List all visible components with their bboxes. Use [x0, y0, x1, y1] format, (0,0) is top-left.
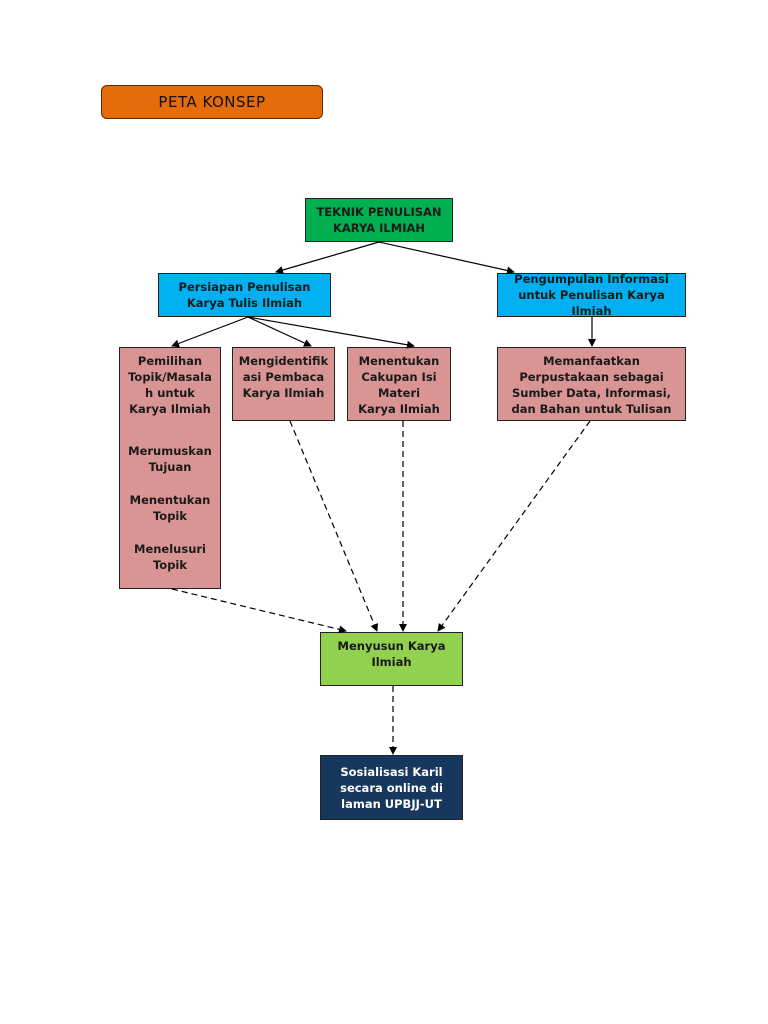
node-root-label: TEKNIK PENULISAN KARYA ILMIAH — [316, 205, 442, 235]
node-pengumpulan: Pengumpulan Informasi untuk Penulisan Ka… — [497, 272, 686, 318]
node-sosialisasi: Sosialisasi Karil secara online di laman… — [320, 755, 463, 820]
node-mengidentifikasi-label: Mengidentifik asi Pembaca Karya Ilmiah — [238, 354, 329, 400]
node-sosialisasi-label: Sosialisasi Karil secara online di laman… — [340, 764, 443, 811]
arrow-persiapan-pemilihan — [171, 316, 249, 348]
node-root: TEKNIK PENULISAN KARYA ILMIAH — [305, 198, 453, 242]
node-pemilihan-title: Pemilihan Topik/Masala h untuk Karya Ilm… — [128, 354, 212, 416]
page-title: PETA KONSEP — [101, 85, 323, 119]
dashed-arrow-mengidentifikasi-menyusun — [289, 420, 379, 632]
arrow-root-persiapan — [275, 241, 380, 274]
node-pengumpulan-label: Pengumpulan Informasi untuk Penulisan Ka… — [514, 272, 669, 318]
dashed-arrow-pemilihan-menyusun — [171, 588, 347, 634]
dashed-arrow-perpustakaan-menyusun — [437, 420, 591, 632]
node-cakupan: Menentukan Cakupan Isi Materi Karya Ilmi… — [347, 347, 451, 421]
node-pemilihan-item: Menelusuri Topik — [134, 542, 207, 572]
arrow-persiapan-cakupan — [247, 316, 415, 349]
node-persiapan: Persiapan Penulisan Karya Tulis Ilmiah — [158, 273, 331, 317]
node-pemilihan-item: Menentukan Topik — [129, 493, 211, 523]
node-mengidentifikasi: Mengidentifik asi Pembaca Karya Ilmiah — [232, 347, 335, 421]
node-perpustakaan-label: Memanfaatkan Perpustakaan sebagai Sumber… — [511, 354, 672, 416]
node-menyusun-label: Menyusun Karya Ilmiah — [337, 639, 446, 669]
node-pemilihan: Pemilihan Topik/Masala h untuk Karya Ilm… — [119, 347, 221, 589]
node-persiapan-label: Persiapan Penulisan Karya Tulis Ilmiah — [178, 280, 311, 310]
node-perpustakaan: Memanfaatkan Perpustakaan sebagai Sumber… — [497, 347, 686, 421]
node-menyusun: Menyusun Karya Ilmiah — [320, 632, 463, 686]
arrow-persiapan-mengidentifikasi — [247, 316, 312, 347]
node-cakupan-label: Menentukan Cakupan Isi Materi Karya Ilmi… — [358, 354, 440, 416]
arrow-root-pengumpulan — [378, 241, 515, 275]
node-pemilihan-item: Merumuskan Tujuan — [128, 444, 212, 474]
